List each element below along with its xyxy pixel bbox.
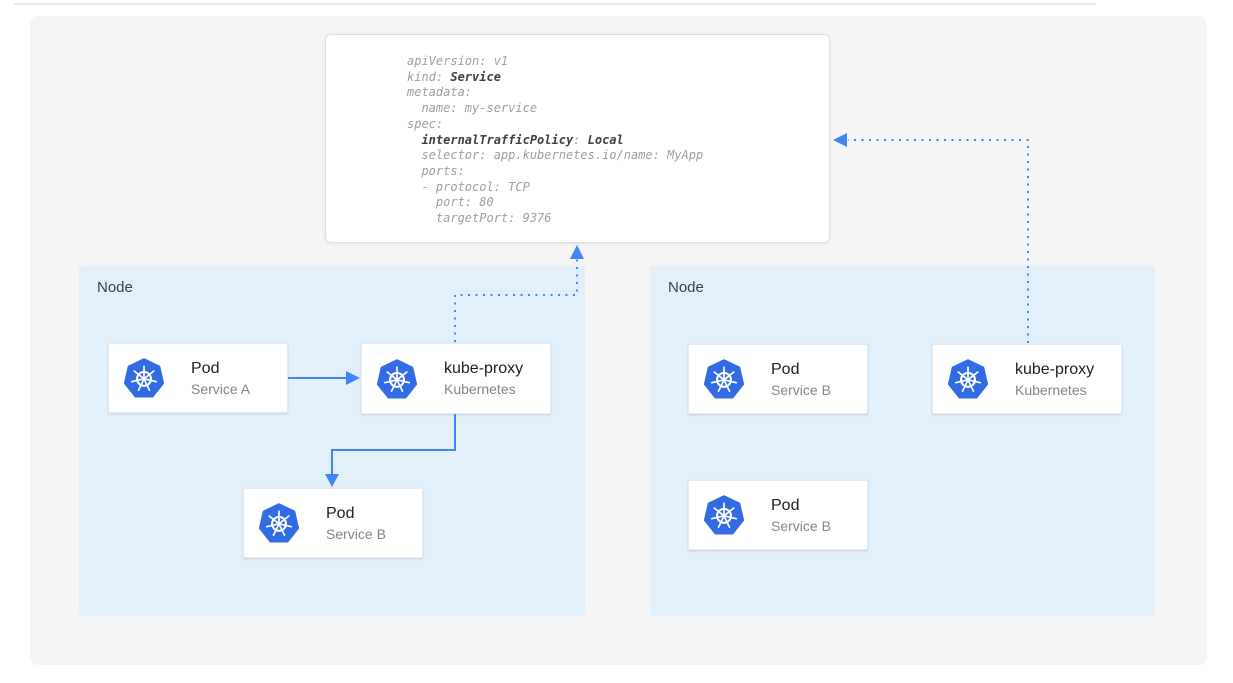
node-label: Node: [668, 279, 704, 296]
node-right: Node: [650, 266, 1155, 616]
card-subtitle: Service B: [326, 525, 386, 542]
card-kube-proxy-right: kube-proxy Kubernetes: [932, 344, 1122, 414]
card-title: kube-proxy: [444, 360, 524, 377]
card-title: kube-proxy: [1015, 360, 1095, 378]
top-divider: [14, 3, 1096, 5]
card-title: Pod: [771, 496, 800, 514]
kubernetes-icon: [703, 495, 745, 535]
card-subtitle: Service B: [771, 381, 831, 398]
kubernetes-icon: [947, 359, 989, 399]
card-kube-proxy-left: kube-proxy Kubernetes: [361, 343, 551, 414]
card-title: Pod: [771, 360, 800, 378]
card-title: Pod: [191, 359, 220, 377]
node-label: Node: [97, 279, 133, 296]
card-pod-service-a: Pod Service A: [108, 343, 288, 413]
node-left: Node: [79, 266, 585, 616]
kubernetes-icon: [258, 503, 300, 543]
kubernetes-icon: [703, 359, 745, 399]
kubernetes-icon: [376, 358, 418, 398]
card-pod-service-b-left: Pod Service B: [243, 488, 423, 558]
card-subtitle: Kubernetes: [1015, 381, 1087, 398]
card-pod-service-b-right-top: Pod Service B: [688, 344, 868, 414]
card-subtitle: Service B: [771, 517, 831, 534]
card-title: Pod: [326, 504, 355, 522]
card-pod-service-b-right-bottom: Pod Service B: [688, 480, 868, 550]
kubernetes-icon: [123, 358, 165, 398]
card-subtitle: Kubernetes: [444, 381, 516, 397]
card-subtitle: Service A: [191, 380, 251, 397]
